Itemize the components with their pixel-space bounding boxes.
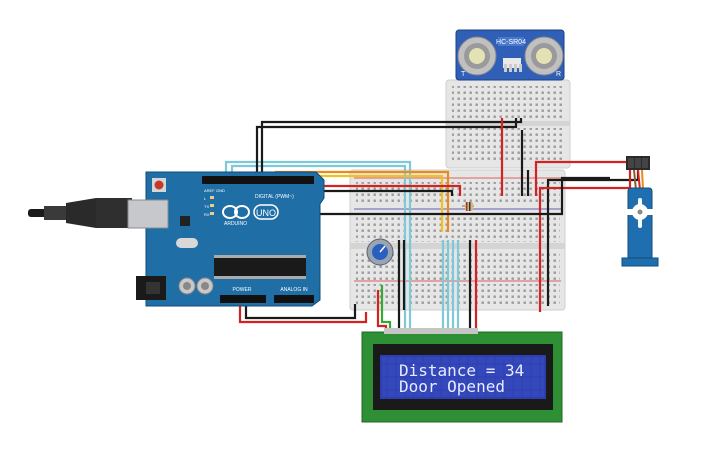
reset-button[interactable] [154, 180, 164, 190]
aref-label: AREF [204, 188, 215, 193]
analog-label: ANALOG IN [280, 287, 308, 293]
model-label: UNO [256, 208, 276, 218]
arduino-uno[interactable]: AREF GND DIGITAL (PWM~) UNO ARDUINO TX R… [28, 171, 325, 307]
gnd-label: GND [216, 188, 225, 193]
lcd-line-2: Door Opened [399, 377, 505, 396]
digital-header[interactable] [202, 176, 314, 184]
potentiometer[interactable] [366, 238, 394, 266]
ultrasonic-sensor[interactable]: HC-SR04 T R [455, 29, 565, 81]
brand-label: ARDUINO [224, 221, 247, 227]
digital-label: DIGITAL (PWM~) [255, 194, 294, 200]
rx-label: RX [204, 212, 210, 217]
lcd-module[interactable]: Distance = 34 Door Opened [361, 328, 563, 423]
lcd-line-1: Distance = 34 [399, 361, 524, 380]
power-label: POWER [233, 287, 252, 293]
arduino-logo [222, 204, 279, 220]
servo-motor[interactable] [621, 156, 659, 267]
breadboard-top[interactable] [445, 79, 571, 169]
tx-label: TX [204, 204, 209, 209]
sensor-t-label: T [461, 71, 466, 78]
atmega-chip [214, 258, 306, 276]
power-header[interactable] [220, 295, 266, 303]
usb-cable [28, 198, 132, 228]
analog-header[interactable] [274, 295, 314, 303]
sensor-r-label: R [556, 71, 561, 78]
l-label: L [204, 196, 207, 201]
resistor[interactable] [462, 202, 474, 211]
lcd-pins [384, 328, 478, 334]
sensor-model-label: HC-SR04 [496, 39, 526, 46]
